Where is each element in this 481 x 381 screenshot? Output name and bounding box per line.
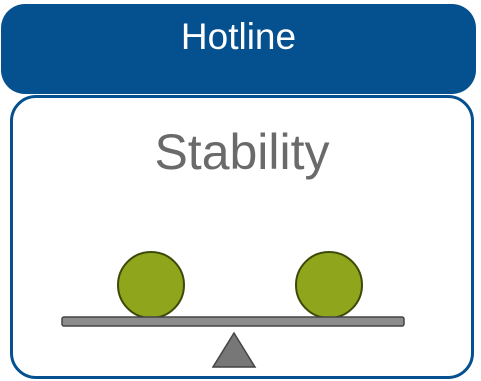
stability-title: Stability: [154, 124, 330, 180]
card-header: Hotline: [1, 4, 476, 94]
card-body: Stability: [10, 95, 474, 379]
header-title: Hotline: [180, 16, 297, 57]
